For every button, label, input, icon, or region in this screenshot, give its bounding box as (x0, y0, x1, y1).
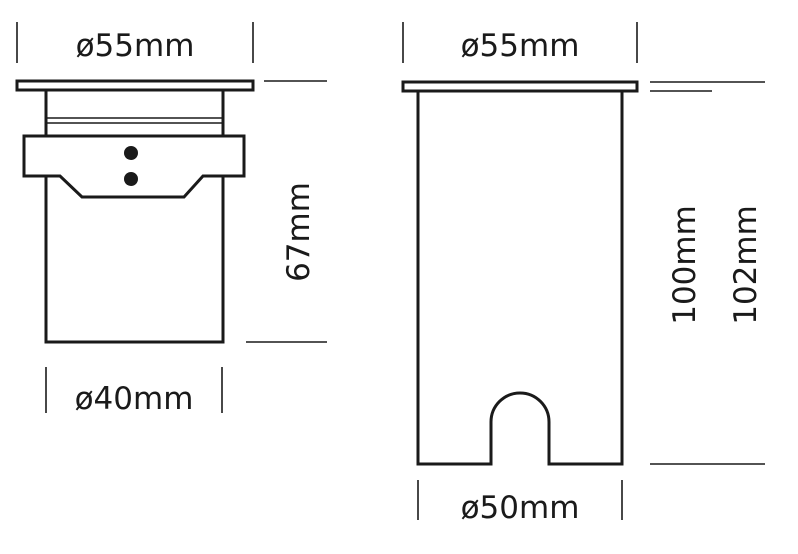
right-product-drawing (401, 80, 639, 466)
right-sleeve-body (416, 89, 624, 466)
left-height-label: 67mm (281, 182, 317, 282)
left-body (44, 88, 225, 344)
left-height-dimension: 67mm (246, 80, 327, 343)
left-clamp-collar (22, 134, 246, 199)
right-top-dimension: ø55mm (402, 22, 638, 64)
right-height-inner-label: 100mm (667, 205, 703, 325)
left-screw-dot-top (124, 146, 138, 160)
right-height-outer-label: 102mm (728, 205, 764, 325)
left-screw-dot-bottom (124, 172, 138, 186)
left-bottom-dimension: ø40mm (45, 367, 223, 417)
left-top-dimension: ø55mm (16, 22, 254, 64)
right-height-dimension: 100mm 102mm (650, 81, 765, 465)
left-bottom-diameter-label: ø40mm (75, 381, 194, 417)
right-top-diameter-label: ø55mm (461, 28, 580, 64)
left-top-diameter-label: ø55mm (76, 28, 195, 64)
left-product-drawing (15, 79, 255, 344)
right-bottom-diameter-label: ø50mm (461, 490, 580, 526)
right-bottom-dimension: ø50mm (417, 480, 623, 526)
